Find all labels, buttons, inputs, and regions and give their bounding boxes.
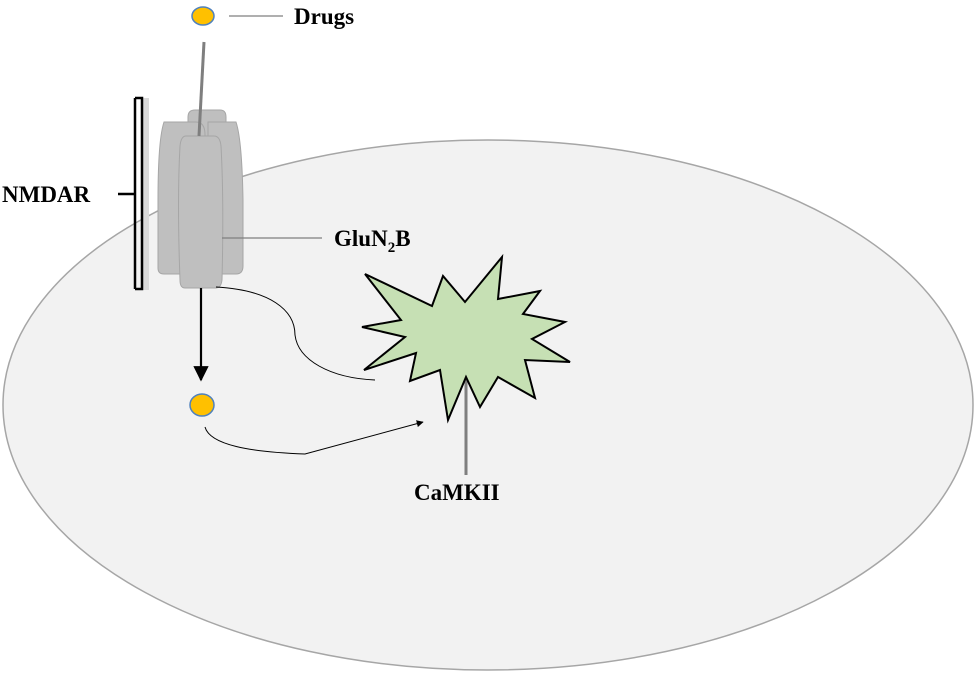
drug-to-camkii-arrow: [204, 420, 424, 455]
cell-body: [2, 139, 974, 671]
glun2b-camkii-interaction-line: [215, 286, 376, 381]
drug-molecule-extracellular: [191, 6, 215, 26]
nmdar-receptor[interactable]: [157, 109, 244, 289]
receptor-subunit-front-glun2b: [178, 135, 224, 289]
camkii-enzyme-star[interactable]: [361, 253, 571, 424]
nmdar-label: NMDAR: [2, 182, 91, 207]
glun2b-label: GluN2B: [334, 226, 411, 256]
drugs-label: Drugs: [294, 4, 354, 29]
drug-molecule-intracellular: [189, 393, 215, 417]
drug-binding-line: [197, 41, 206, 137]
camkii-label: CaMKII: [414, 480, 500, 505]
membrane-strip: [142, 98, 149, 290]
nmdar-bracket: [118, 96, 144, 291]
